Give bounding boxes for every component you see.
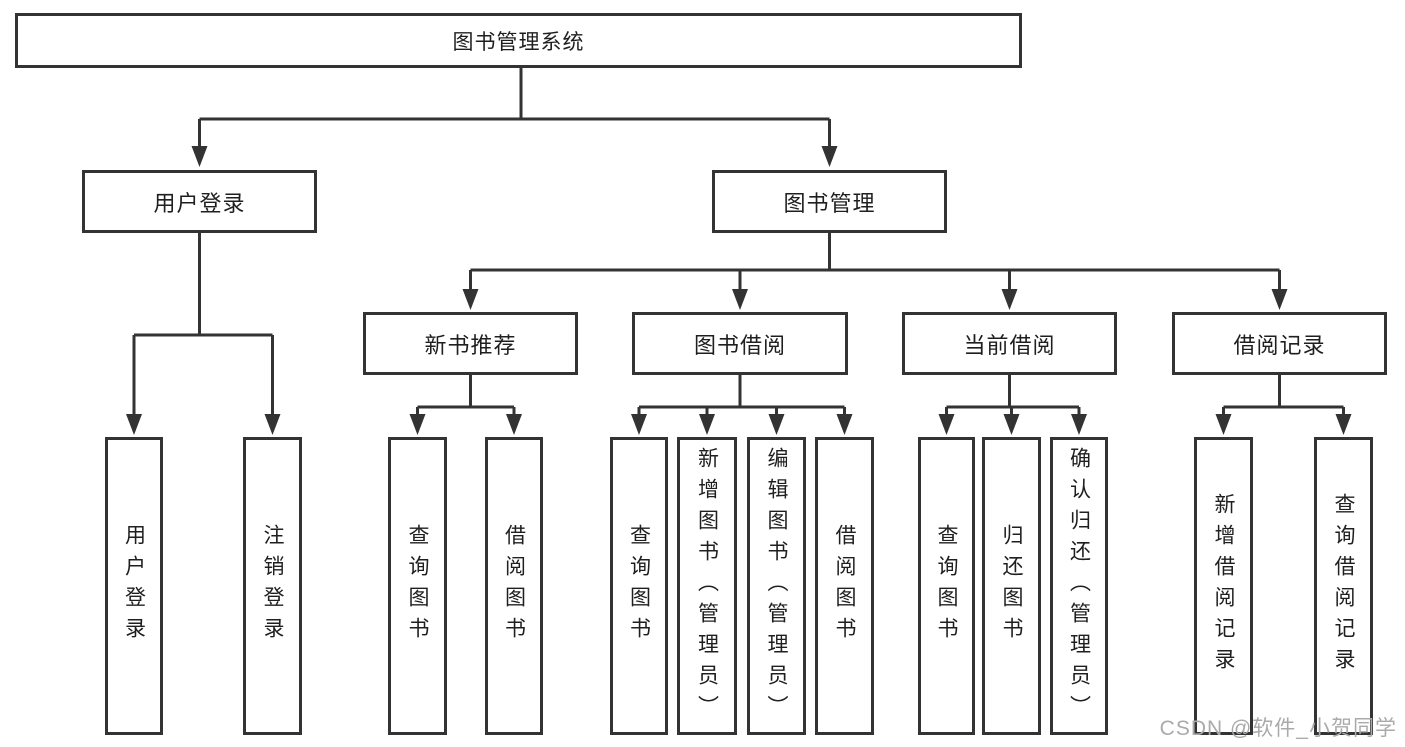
node-label: 归还图书: [1000, 524, 1024, 648]
node-library-system: 图书管理系统: [15, 13, 1022, 68]
node-label: 新增借阅记录: [1212, 493, 1236, 679]
node-book-management: 图书管理: [712, 170, 947, 233]
connector-book-borrowing: [631, 375, 853, 435]
node-label: 借阅图书: [833, 524, 857, 648]
leaf-current-return-books: 归还图书: [982, 437, 1041, 735]
connector-current-borrowing: [938, 375, 1087, 435]
node-label: 图书管理: [783, 190, 876, 216]
leaf-records-add-record: 新增借阅记录: [1194, 437, 1253, 735]
node-label: 图书管理系统: [452, 30, 585, 54]
node-label: 借阅图书: [502, 524, 526, 648]
leaf-recommend-query-books: 查询图书: [388, 437, 447, 735]
csdn-watermark: CSDN @软件_小贺同学: [1159, 717, 1397, 740]
node-label: 新书推荐: [424, 332, 517, 358]
connector-new-book-recommend: [409, 375, 522, 435]
node-label: 用户登录: [153, 190, 246, 216]
leaf-borrowing-query-books: 查询图书: [610, 437, 668, 735]
node-book-borrowing: 图书借阅: [632, 312, 848, 375]
node-label: 注销登录: [261, 524, 285, 648]
node-new-book-recommend: 新书推荐: [363, 312, 578, 375]
connector-root: [191, 68, 838, 167]
leaf-logout: 注销登录: [243, 437, 302, 735]
node-label: 查询图书: [627, 524, 651, 648]
node-label: 编辑图书（管理员）: [765, 446, 789, 726]
leaf-current-confirm-return-admin: 确认归还（管理员）: [1050, 437, 1108, 735]
leaf-current-query-books: 查询图书: [918, 437, 975, 735]
node-user-login: 用户登录: [82, 170, 317, 233]
node-label: 查询图书: [406, 524, 430, 648]
leaf-records-query-record: 查询借阅记录: [1314, 437, 1373, 735]
node-label: 借阅记录: [1233, 332, 1326, 358]
leaf-recommend-borrow-books: 借阅图书: [485, 437, 543, 735]
node-label: 图书借阅: [693, 332, 786, 358]
leaf-user-login: 用户登录: [105, 437, 163, 735]
node-label: 用户登录: [122, 524, 146, 648]
leaf-borrowing-borrow-books: 借阅图书: [815, 437, 874, 735]
node-label: 当前借阅: [963, 332, 1056, 358]
connector-book-management: [462, 233, 1288, 310]
node-label: 新增图书（管理员）: [695, 446, 719, 726]
connector-user-login: [126, 233, 281, 435]
node-label: 查询借阅记录: [1332, 493, 1356, 679]
node-current-borrowing: 当前借阅: [902, 312, 1117, 375]
connector-borrowing-records: [1215, 375, 1352, 435]
leaf-borrowing-add-books-admin: 新增图书（管理员）: [677, 437, 737, 735]
node-label: 确认归还（管理员）: [1067, 446, 1091, 726]
leaf-borrowing-edit-books-admin: 编辑图书（管理员）: [747, 437, 806, 735]
node-borrowing-records: 借阅记录: [1172, 312, 1387, 375]
node-label: 查询图书: [935, 524, 959, 648]
